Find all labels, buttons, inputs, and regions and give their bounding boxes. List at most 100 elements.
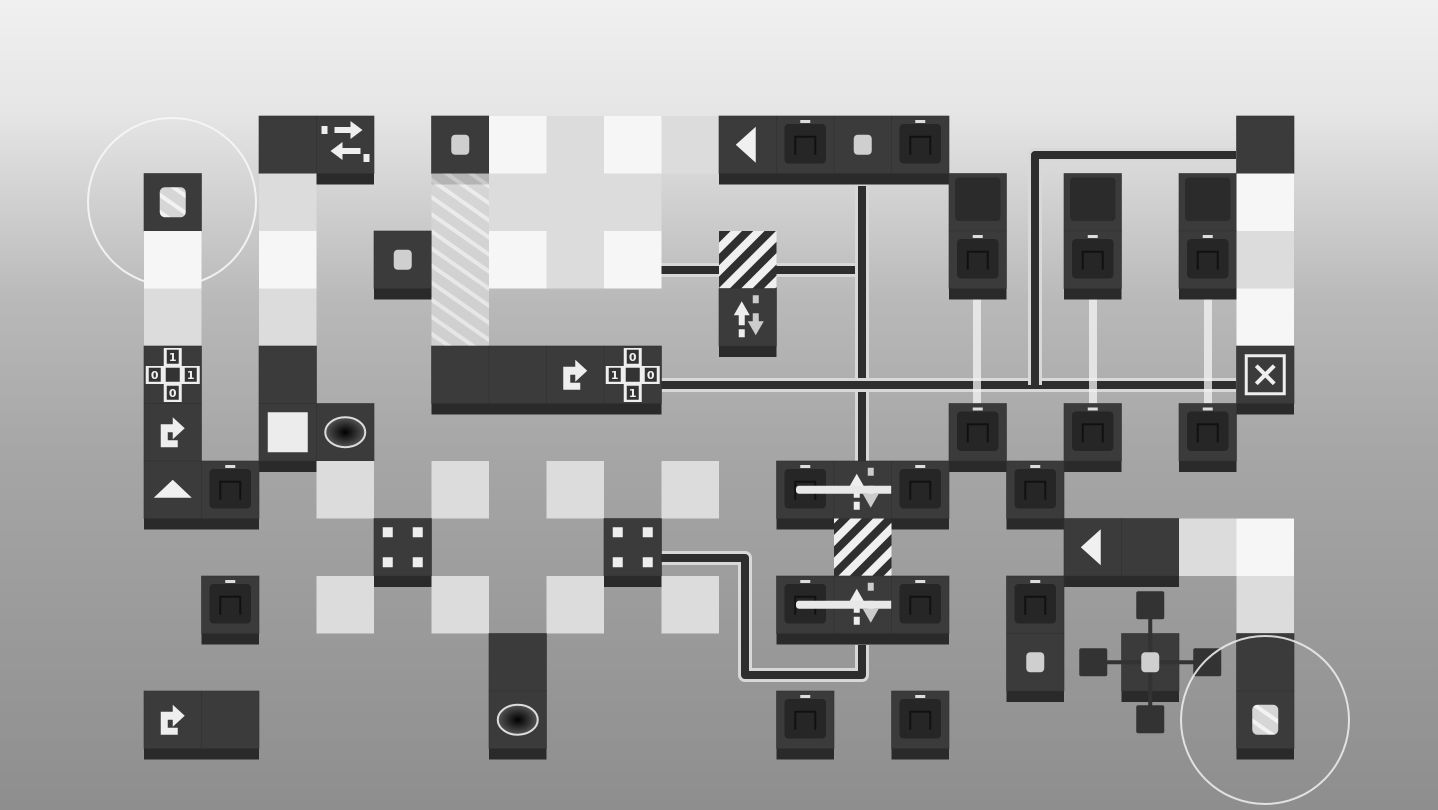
counter-digit-left: 1: [611, 369, 619, 382]
striped-block-icon-part: [159, 187, 186, 218]
floor-tile: [604, 116, 662, 174]
tile-sensor[interactable]: [1063, 230, 1122, 300]
redirect-arrow-icon: [160, 417, 185, 448]
tile-dark-block[interactable]: [948, 173, 1007, 243]
tile-sensor[interactable]: [948, 403, 1007, 473]
cross-hub-icon-part: [1141, 652, 1160, 673]
tile-block[interactable]: [373, 230, 432, 300]
floor-tile: [604, 231, 662, 289]
tile-redirect-arrow[interactable]: [143, 403, 202, 473]
floor-tile: [604, 173, 662, 231]
tile-face: [1236, 518, 1294, 576]
floor-tile: [316, 576, 374, 634]
dark-tile[interactable]: [431, 345, 490, 415]
cross-hub-icon-part: [1079, 648, 1108, 677]
tile-sensor[interactable]: [776, 690, 835, 760]
floor-tile: [259, 231, 317, 289]
tile-sensor[interactable]: [776, 575, 835, 645]
counter-icon-part: [148, 367, 161, 382]
sensor-icon-part: [800, 695, 811, 698]
counter-icon-part: [184, 367, 197, 382]
tile-up-down-arrows[interactable]: [718, 288, 777, 358]
tile-striped-block[interactable]: [1236, 690, 1295, 760]
tile-up-down-arrows[interactable]: [796, 460, 930, 530]
sensor-icon-part: [225, 465, 236, 468]
tile-close-x[interactable]: [1236, 345, 1295, 415]
tile-white-square[interactable]: [258, 403, 317, 473]
redirect-arrow-icon-part: [160, 417, 185, 448]
swap-arrows-icon-part: [334, 121, 363, 139]
tile-cross-hub[interactable]: [1079, 591, 1222, 734]
tile-sensor[interactable]: [948, 230, 1007, 300]
counter-icon-part: [608, 367, 621, 382]
dark-tile[interactable]: [1121, 518, 1180, 588]
tile-hole[interactable]: [488, 690, 547, 760]
dark-tile[interactable]: [488, 633, 547, 703]
counter-icon-part: [166, 385, 179, 400]
pipe: [1031, 151, 1236, 385]
tile-block[interactable]: [1006, 633, 1065, 703]
sensor-icon-part: [1081, 423, 1104, 443]
tile-sensor[interactable]: [1178, 403, 1237, 473]
tile-face: [546, 576, 604, 634]
sensor-icon-part: [800, 580, 811, 583]
white-square-icon: [267, 412, 308, 453]
sensor-icon-part: [1187, 411, 1229, 451]
swap-arrows-icon: [321, 121, 370, 162]
dark-tile[interactable]: [1236, 115, 1295, 185]
tile-sensor[interactable]: [891, 115, 950, 185]
dark-block-icon: [1070, 177, 1116, 221]
tile-swap-arrows[interactable]: [316, 115, 375, 185]
cross-hub-icon-part: [1136, 705, 1165, 734]
cross-hub-icon-part: [1136, 591, 1165, 620]
light-beam: [1089, 282, 1097, 412]
tile-dark-block[interactable]: [1178, 173, 1237, 243]
tile-sensor[interactable]: [1063, 403, 1122, 473]
counter-icon-part: [165, 367, 180, 382]
tile-striped-block[interactable]: [143, 173, 202, 243]
tile-sensor[interactable]: [1178, 230, 1237, 300]
tile-left-triangle[interactable]: [1063, 518, 1122, 588]
tile-sensor[interactable]: [891, 690, 950, 760]
four-dots-icon-part: [382, 557, 393, 568]
dark-tile[interactable]: [258, 115, 317, 185]
tile-face: [488, 633, 547, 692]
up-triangle-icon-part: [153, 479, 192, 498]
tile-four-dots[interactable]: [373, 518, 432, 588]
tile-block[interactable]: [833, 115, 892, 185]
tile-block[interactable]: [431, 115, 490, 185]
tile-left-triangle[interactable]: [718, 115, 777, 185]
tile-face: [718, 288, 777, 347]
tile-face: [259, 231, 317, 289]
dark-tile[interactable]: [201, 690, 260, 760]
up-triangle-icon: [153, 479, 192, 498]
redirect-arrow-icon-part: [563, 359, 588, 390]
tile-sensor[interactable]: [201, 460, 260, 530]
dark-tile[interactable]: [258, 345, 317, 415]
tile-dark-block[interactable]: [1063, 173, 1122, 243]
tile-sensor[interactable]: [1006, 575, 1065, 645]
tile-up-triangle[interactable]: [143, 460, 202, 530]
tile-sensor[interactable]: [201, 575, 260, 645]
up-down-arrows-icon-part: [867, 582, 874, 591]
floor-tile: [489, 231, 547, 289]
tile-sensor[interactable]: [776, 460, 835, 530]
up-down-arrows-icon-part: [867, 467, 874, 476]
hazard-stripes-icon: [834, 518, 892, 576]
tile-hole[interactable]: [316, 403, 375, 473]
sensor-icon-part: [1014, 469, 1056, 509]
tile-four-dots[interactable]: [603, 518, 662, 588]
tile-sensor[interactable]: [1006, 460, 1065, 530]
tile-redirect-arrow[interactable]: [143, 690, 202, 760]
tile-sensor[interactable]: [776, 115, 835, 185]
up-down-arrows-icon-part: [752, 295, 759, 304]
tile-redirect-arrow[interactable]: [546, 345, 605, 415]
sensor-icon: [1014, 580, 1056, 624]
tile-sensor[interactable]: [891, 460, 950, 530]
dark-tile[interactable]: [488, 345, 547, 415]
tile-sensor[interactable]: [891, 575, 950, 645]
sensor-icon: [899, 465, 941, 509]
